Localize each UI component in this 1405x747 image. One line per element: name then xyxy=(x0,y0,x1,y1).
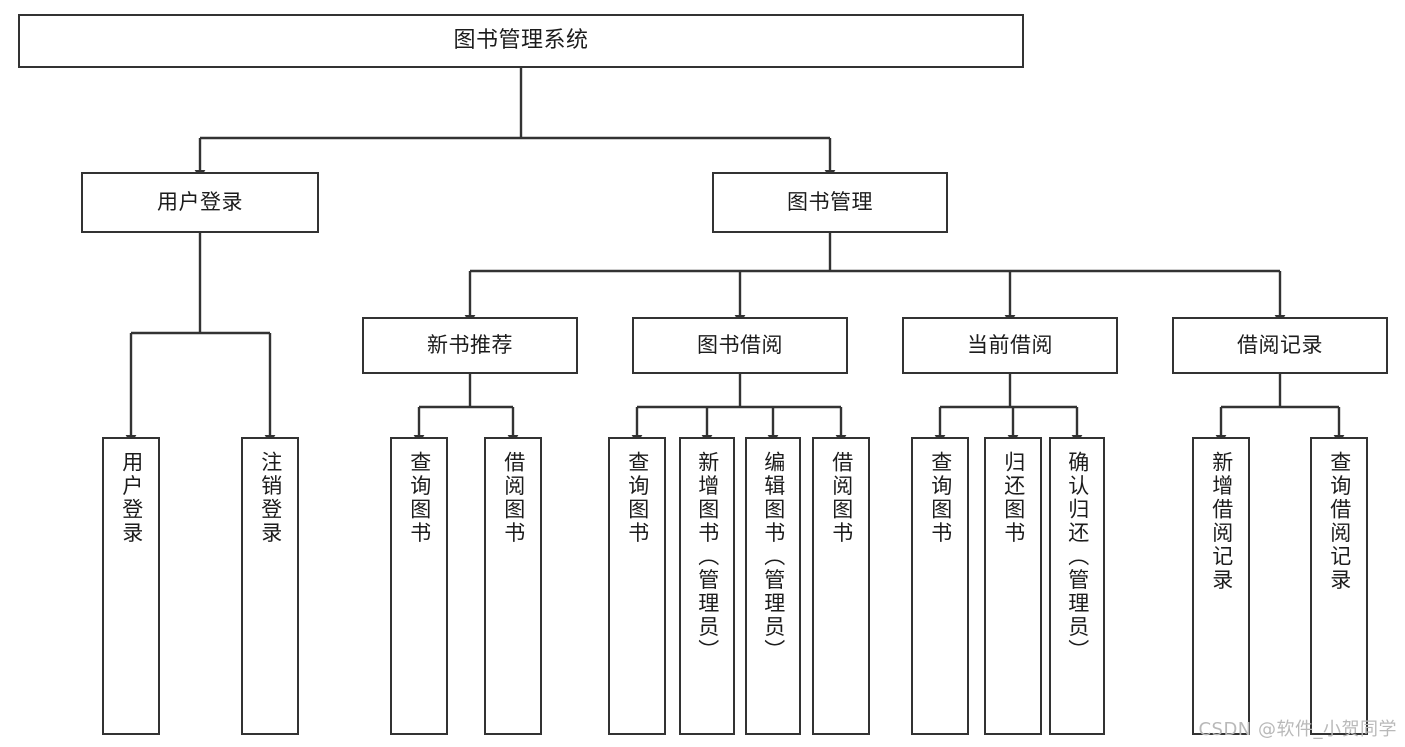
node-label: 注销登录 xyxy=(258,451,283,545)
node-label: 借阅图书 xyxy=(829,451,854,545)
watermark-label: CSDN @软件_小贺同学 xyxy=(1198,719,1397,740)
node-label: 新书推荐 xyxy=(427,333,513,358)
node-newbook[interactable]: 新书推荐 xyxy=(362,317,578,374)
node-l-login[interactable]: 用户登录 xyxy=(102,437,160,735)
node-current[interactable]: 当前借阅 xyxy=(902,317,1118,374)
node-l-b1[interactable]: 借阅图书 xyxy=(484,437,542,735)
node-label: 用户登录 xyxy=(157,190,243,215)
node-label: 查询图书 xyxy=(928,451,953,545)
node-login[interactable]: 用户登录 xyxy=(81,172,319,233)
node-label: 确认归还（管理员） xyxy=(1065,451,1090,663)
node-label: 查询借阅记录 xyxy=(1327,451,1352,592)
node-label: 归还图书 xyxy=(1001,451,1026,545)
node-l-addrec[interactable]: 新增借阅记录 xyxy=(1192,437,1250,735)
node-label: 新增图书（管理员） xyxy=(695,451,720,663)
node-root[interactable]: 图书管理系统 xyxy=(18,14,1024,68)
node-bookmgmt[interactable]: 图书管理 xyxy=(712,172,948,233)
node-l-q1[interactable]: 查询图书 xyxy=(390,437,448,735)
node-l-add[interactable]: 新增图书（管理员） xyxy=(679,437,735,735)
node-records[interactable]: 借阅记录 xyxy=(1172,317,1388,374)
node-label: 新增借阅记录 xyxy=(1209,451,1234,592)
node-label: 查询图书 xyxy=(407,451,432,545)
node-l-q2[interactable]: 查询图书 xyxy=(608,437,666,735)
node-l-q3[interactable]: 查询图书 xyxy=(911,437,969,735)
node-label: 图书借阅 xyxy=(697,333,783,358)
node-l-edit[interactable]: 编辑图书（管理员） xyxy=(745,437,801,735)
node-l-conf[interactable]: 确认归还（管理员） xyxy=(1049,437,1105,735)
node-label: 查询图书 xyxy=(625,451,650,545)
node-label: 借阅记录 xyxy=(1237,333,1323,358)
node-label: 图书管理 xyxy=(787,190,873,215)
node-label: 图书管理系统 xyxy=(453,27,589,53)
node-l-qrec[interactable]: 查询借阅记录 xyxy=(1310,437,1368,735)
node-label: 当前借阅 xyxy=(967,333,1053,358)
node-borrow[interactable]: 图书借阅 xyxy=(632,317,848,374)
node-l-ret[interactable]: 归还图书 xyxy=(984,437,1042,735)
node-l-b2[interactable]: 借阅图书 xyxy=(812,437,870,735)
node-label: 用户登录 xyxy=(119,451,144,545)
node-label: 编辑图书（管理员） xyxy=(761,451,786,663)
connector-lines xyxy=(125,68,1345,444)
node-label: 借阅图书 xyxy=(501,451,526,545)
node-l-logout[interactable]: 注销登录 xyxy=(241,437,299,735)
